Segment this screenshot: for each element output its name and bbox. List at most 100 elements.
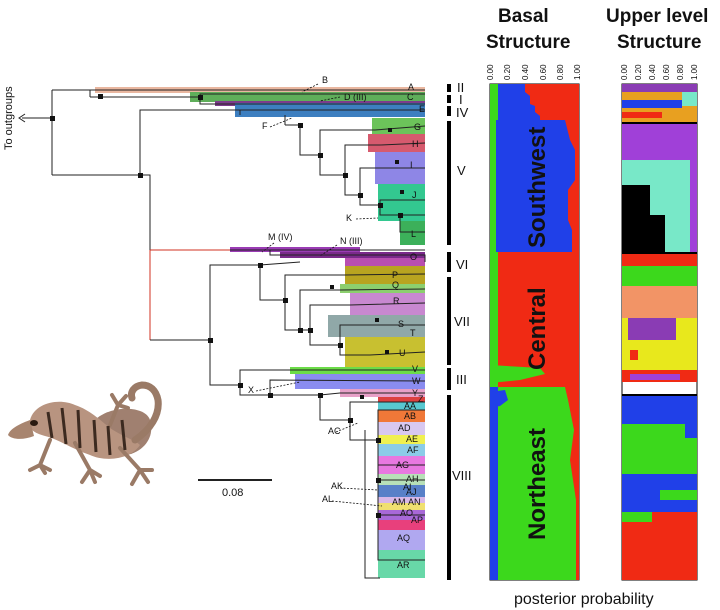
upper-structure-panel — [621, 83, 698, 581]
roman-label: III — [456, 372, 467, 387]
upper-title-line1: Upper level — [606, 6, 708, 27]
clade-band-w — [295, 374, 425, 389]
clade-band-ab — [378, 410, 425, 422]
group-bracket — [447, 368, 451, 390]
clade-band-ad — [378, 422, 425, 435]
clade-band-an — [378, 503, 425, 510]
clade-label: AA — [404, 401, 416, 411]
tick-label: 0.00 — [486, 64, 495, 80]
basal-title-line1: Basal — [498, 6, 549, 27]
clade-label: Z — [418, 394, 424, 404]
clade-label: I — [410, 160, 413, 170]
tick-label: 0.20 — [503, 64, 512, 80]
clade-label: C — [407, 92, 414, 102]
clade-label: R — [393, 296, 400, 306]
tick-label: 0.00 — [620, 64, 629, 80]
clade-band-o — [345, 258, 425, 266]
clade-label: W — [412, 376, 421, 386]
leader-lines — [255, 83, 383, 507]
tick-label: 0.60 — [539, 64, 548, 80]
group-bracket — [447, 277, 451, 365]
clade-bands — [95, 87, 425, 578]
clade-label: H — [412, 139, 419, 149]
region-label-northeast: Northeast — [524, 428, 551, 540]
panel-titles: Basal Structure Upper level Structure — [486, 6, 708, 53]
clade-label: O — [410, 252, 417, 262]
upper-title-line2: Structure — [617, 32, 701, 53]
clade-label: AD — [398, 423, 411, 433]
roman-label: V — [457, 163, 466, 178]
clade-label: AR — [397, 560, 410, 570]
clade-label: AO — [400, 508, 413, 518]
clade-label: K — [346, 213, 352, 223]
clade-label: L — [411, 229, 416, 239]
clade-label: Q — [392, 280, 399, 290]
clade-label: M (IV) — [268, 232, 293, 242]
region-label-central: Central — [524, 287, 551, 370]
clade-label: S — [398, 319, 404, 329]
clade-label: B — [322, 75, 328, 85]
clade-band-ap — [378, 520, 425, 530]
clade-band-l — [400, 221, 425, 245]
clade-label: AI — [403, 482, 412, 492]
clade-label: AC — [328, 426, 341, 436]
clade-band-s — [328, 315, 425, 337]
clade-label: AE — [406, 434, 418, 444]
roman-label: I — [459, 92, 463, 107]
group-brackets — [447, 84, 451, 580]
clade-label: N (III) — [340, 236, 363, 246]
roman-label: VII — [454, 314, 470, 329]
clade-label: D (III) — [344, 92, 367, 102]
clade-band-h — [368, 134, 425, 152]
clade-label: AP — [411, 515, 423, 525]
clade-label: AK — [331, 481, 343, 491]
clade-label: AJ — [406, 487, 417, 497]
group-bracket — [447, 121, 451, 245]
x-axis-label: posterior probability — [514, 591, 654, 608]
tick-label: 1.00 — [573, 64, 582, 80]
roman-label: VI — [456, 257, 468, 272]
clade-label: AQ — [397, 533, 410, 543]
gecko-illustration — [8, 381, 162, 486]
clade-label: AL — [322, 494, 333, 504]
tick-label: 0.80 — [556, 64, 565, 80]
clade-label: AM — [392, 497, 406, 507]
roman-label: VIII — [452, 468, 472, 483]
group-bracket — [447, 106, 451, 116]
clade-label: A — [408, 82, 414, 92]
clade-band-aj — [378, 485, 425, 497]
tick-label: 0.40 — [648, 64, 657, 80]
upper-axis-ticks: 0.00 0.20 0.40 0.60 0.80 1.00 — [620, 64, 699, 80]
tick-label: 0.80 — [676, 64, 685, 80]
clade-band-af — [378, 444, 425, 456]
basal-structure-panel — [489, 83, 580, 581]
clade-label: AF — [407, 445, 419, 455]
clade-label: J — [412, 190, 417, 200]
outgroup-label: To outgroups — [3, 86, 15, 150]
clade-band-q — [340, 284, 425, 293]
clade-band-g — [372, 118, 425, 134]
region-label-southwest: Southwest — [524, 127, 551, 248]
roman-label: II — [457, 80, 464, 95]
roman-labels: II I IV V VI VII III VIII — [452, 80, 472, 483]
group-bracket — [447, 395, 451, 580]
tree-nodes — [50, 94, 404, 518]
region-labels: Southwest Central Northeast — [524, 127, 551, 540]
group-bracket — [447, 95, 451, 103]
clade-label: V — [412, 364, 418, 374]
clade-label: E — [419, 104, 425, 114]
tick-label: 0.40 — [521, 64, 530, 80]
clade-label: F — [262, 121, 268, 131]
clade-label: AG — [396, 460, 409, 470]
group-bracket — [447, 252, 451, 272]
clade-label: X — [248, 385, 254, 395]
tick-label: 1.00 — [690, 64, 699, 80]
clade-label: AN — [408, 497, 421, 507]
clade-band-z — [378, 397, 425, 402]
roman-label: IV — [456, 105, 469, 120]
clade-band-ae — [378, 435, 425, 444]
clade-band-aq — [378, 530, 425, 550]
tick-label: 0.60 — [662, 64, 671, 80]
basal-title-line2: Structure — [486, 32, 570, 53]
